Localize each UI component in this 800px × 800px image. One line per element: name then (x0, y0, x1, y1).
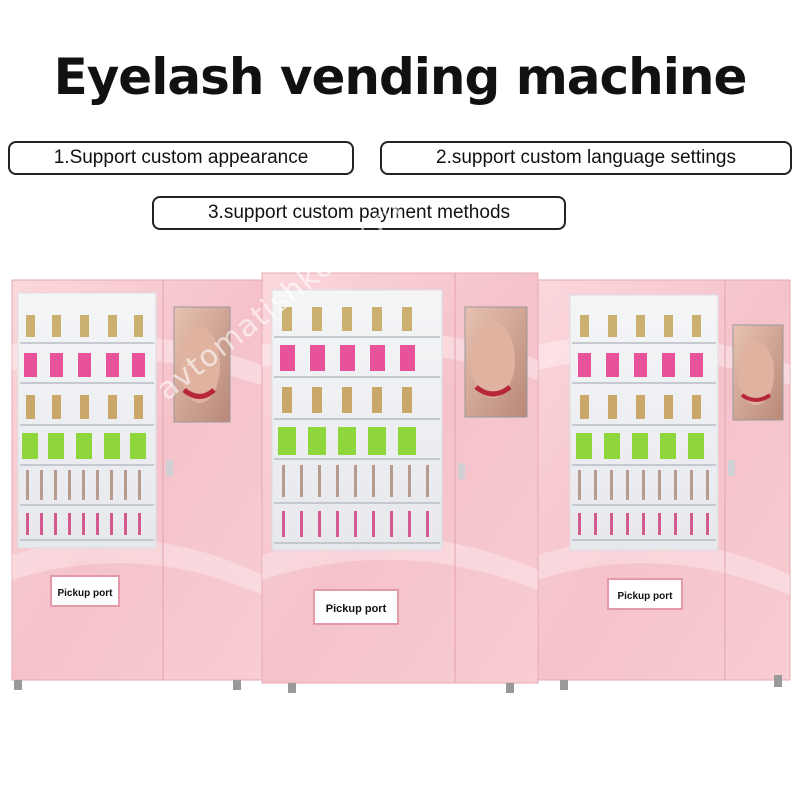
product-shelves-right (572, 315, 716, 541)
vending-machines-illustration: Pickup port Pickup port (11, 272, 791, 693)
vending-machine-right: Pickup port (537, 279, 791, 690)
pickup-label-center: Pickup port (326, 603, 387, 615)
vending-machine-center: Pickup port (261, 272, 539, 693)
product-shelves-center (274, 307, 440, 544)
pickup-port-center (313, 589, 399, 625)
pickup-port-left (50, 575, 120, 607)
feature-badge-appearance: 1.Support custom appearance (8, 141, 354, 175)
pickup-port-right (607, 578, 683, 610)
feature-badge-language: 2.support custom language settings (380, 141, 792, 175)
page-title: Eyelash vending machine (53, 48, 748, 106)
feature-badge-payment: 3.support custom payment methods (152, 196, 566, 230)
pickup-label-right: Pickup port (617, 591, 673, 602)
product-shelves-left (20, 315, 154, 541)
pickup-label-left: Pickup port (57, 588, 113, 599)
vending-machine-left: Pickup port (11, 279, 263, 690)
